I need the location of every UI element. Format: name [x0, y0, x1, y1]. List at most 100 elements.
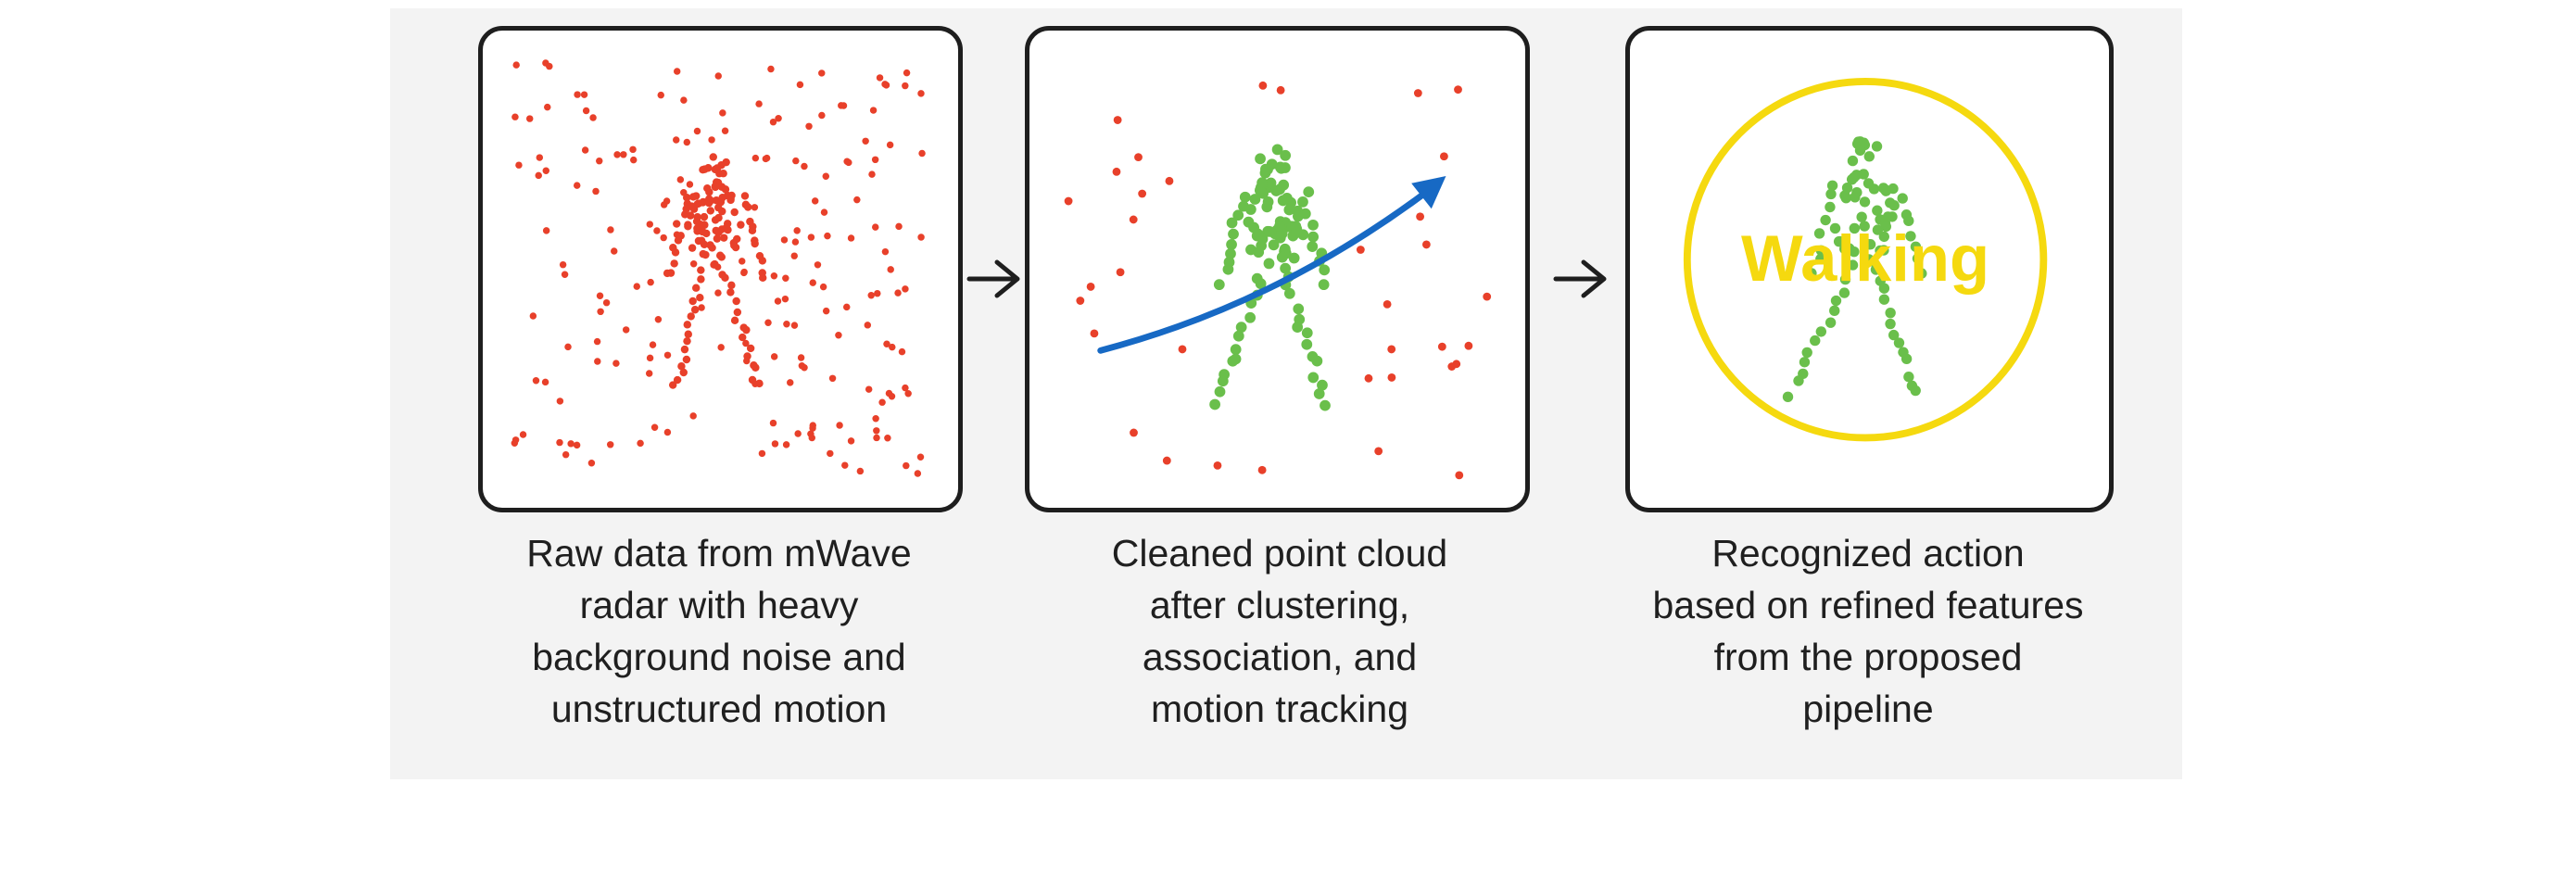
noise-point: [653, 227, 661, 234]
noise-point: [1413, 89, 1422, 97]
person-point: [742, 325, 751, 335]
recognized-action-caption: Recognized action based on refined featu…: [1585, 527, 2151, 735]
noise-point: [567, 440, 575, 448]
noise-point: [782, 274, 789, 282]
noise-point: [898, 347, 906, 356]
noise-point: [721, 127, 729, 134]
noise-point: [1134, 153, 1143, 162]
noise-point: [657, 91, 664, 99]
person-point: [670, 259, 678, 268]
noise-point: [836, 422, 843, 429]
person-point: [1303, 186, 1315, 198]
person-point: [700, 212, 709, 221]
noise-point: [607, 226, 614, 234]
noise-point: [895, 222, 903, 231]
person-point: [713, 228, 723, 237]
noise-point: [1387, 373, 1396, 382]
noise-point: [805, 122, 813, 131]
noise-point: [811, 197, 819, 205]
person-point: [1228, 228, 1239, 240]
person-point: [1903, 372, 1914, 383]
noise-point: [868, 170, 876, 178]
noise-point: [818, 111, 826, 120]
noise-point: [794, 430, 802, 437]
noise-point: [903, 461, 910, 470]
person-point: [709, 153, 717, 161]
person-point: [1840, 193, 1851, 204]
person-point: [1255, 153, 1266, 165]
person-point: [727, 281, 736, 290]
person-point: [1301, 327, 1313, 339]
person-point: [1849, 222, 1861, 234]
noise-point: [660, 234, 667, 242]
noise-point: [596, 292, 604, 299]
noise-point: [878, 398, 886, 406]
person-point: [699, 227, 707, 236]
noise-point: [862, 137, 869, 145]
noise-point: [689, 259, 698, 268]
person-point: [683, 321, 692, 329]
noise-point: [1257, 465, 1267, 474]
person-point: [1226, 239, 1237, 250]
noise-point: [790, 322, 799, 329]
person-point: [1841, 183, 1853, 194]
person-point: [1810, 335, 1821, 347]
noise-point: [1112, 167, 1121, 176]
noise-point: [798, 362, 806, 370]
noise-point: [787, 379, 794, 386]
noise-point: [917, 234, 925, 241]
noise-point: [769, 419, 777, 427]
cleaned-point-cloud: [1064, 81, 1492, 480]
noise-point: [663, 428, 672, 436]
person-point: [674, 236, 683, 245]
person-point: [681, 210, 689, 219]
person-point: [1872, 224, 1884, 235]
person-point: [696, 293, 704, 302]
noise-point: [637, 439, 644, 448]
noise-point: [1086, 283, 1095, 291]
noise-point: [532, 377, 540, 385]
person-point: [726, 196, 735, 205]
noise-point: [660, 201, 668, 208]
noise-point: [872, 223, 879, 231]
noise-point: [887, 266, 894, 273]
person-point: [691, 284, 701, 292]
caption-line: after clustering,: [1149, 584, 1410, 626]
noise-point: [847, 437, 855, 445]
person-point: [710, 260, 718, 269]
person-point: [746, 344, 755, 353]
noise-point: [843, 303, 851, 311]
noise-point: [814, 261, 822, 269]
noise-point: [791, 238, 800, 246]
noise-point: [594, 358, 601, 365]
noise-point: [574, 91, 581, 98]
noise-point: [771, 440, 779, 448]
noise-point: [544, 103, 551, 111]
person-point: [1299, 208, 1311, 220]
noise-point: [739, 258, 746, 265]
person-point: [743, 352, 751, 360]
noise-point: [781, 295, 789, 303]
person-point: [1238, 200, 1249, 212]
noise-point: [1165, 176, 1174, 185]
person-point: [1283, 204, 1295, 216]
noise-point: [853, 196, 861, 204]
person-point: [1318, 279, 1330, 291]
noise-point: [582, 107, 590, 115]
noise-point: [869, 107, 878, 114]
noise-point: [596, 157, 603, 165]
person-point: [1813, 228, 1825, 239]
person-point: [721, 273, 729, 283]
noise-point: [881, 81, 889, 88]
person-point: [693, 199, 701, 208]
person-point: [688, 244, 697, 252]
noise-point: [871, 156, 879, 164]
noise-point: [867, 292, 875, 299]
noise-point: [885, 389, 893, 398]
noise-point: [769, 118, 777, 126]
raw-data-panel: [478, 26, 963, 512]
person-point: [1222, 263, 1234, 275]
noise-point: [1383, 299, 1392, 309]
person-point: [1292, 322, 1304, 333]
person-point: [1274, 221, 1285, 232]
